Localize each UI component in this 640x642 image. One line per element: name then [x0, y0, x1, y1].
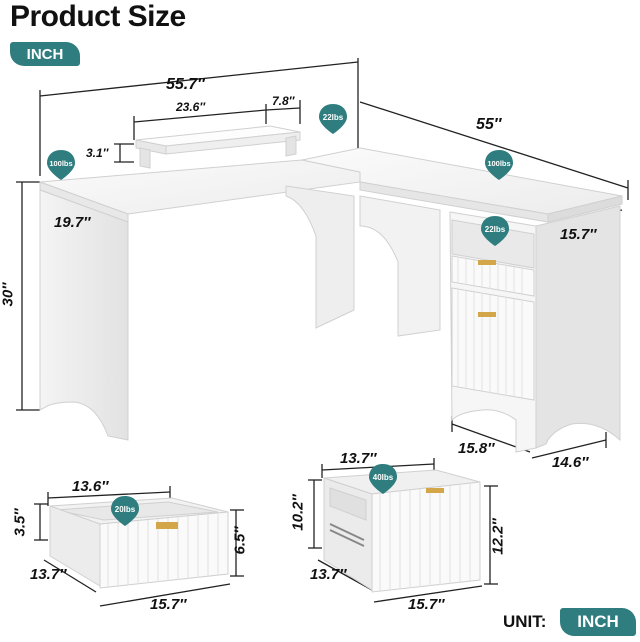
dim-stand-width: 23.6″ — [176, 100, 206, 114]
unit-value-badge: INCH — [560, 608, 636, 636]
dim-drawer-width-front: 15.7″ — [150, 596, 187, 613]
dim-stand-height: 3.1″ — [86, 146, 109, 160]
big-drawer-flutes — [379, 484, 471, 591]
fluted-drawer-fronts — [457, 258, 523, 399]
dim-height: 30″ — [0, 282, 17, 307]
dim-drawer-height-front: 6.5″ — [231, 526, 249, 555]
dim-left-depth: 19.7″ — [54, 214, 91, 231]
weight-pin-icon: 40lbs — [369, 464, 397, 494]
dim-big-drawer-depth: 13.7″ — [310, 566, 347, 583]
dim-drawer-height-inner: 3.5″ — [11, 508, 29, 537]
dim-big-drawer-width-back: 13.7″ — [340, 450, 377, 467]
page-title: Product Size — [10, 0, 186, 33]
weight-pin-icon: 20lbs — [111, 496, 139, 526]
dim-right-length: 55″ — [476, 116, 502, 133]
big-drawer-dimension-lines — [308, 458, 498, 603]
svg-text:40lbs: 40lbs — [373, 473, 394, 482]
svg-text:100lbs: 100lbs — [487, 159, 510, 168]
dim-big-drawer-height-inner: 10.2″ — [289, 494, 307, 531]
drawer-slide-icon — [329, 523, 365, 547]
dim-total-width: 55.7″ — [166, 76, 205, 93]
dim-stand-depth: 7.8″ — [272, 94, 295, 108]
weight-pin-icon: 22lbs — [319, 104, 347, 134]
svg-text:22lbs: 22lbs — [323, 113, 344, 122]
drawer-handle-icon — [426, 488, 444, 493]
dim-drawer-width-back: 13.6″ — [72, 478, 109, 495]
dim-big-drawer-height-front: 12.2″ — [489, 518, 507, 555]
dim-drawer-depth: 13.7″ — [30, 566, 67, 583]
svg-text:22lbs: 22lbs — [485, 225, 506, 234]
svg-text:20lbs: 20lbs — [115, 505, 136, 514]
monitor-stand — [135, 125, 301, 169]
svg-text:100lbs: 100lbs — [49, 159, 72, 168]
weight-pin-icon: 100lbs — [485, 150, 513, 180]
weight-pin-icon: 22lbs — [481, 216, 509, 246]
big-drawer — [323, 469, 481, 593]
dim-right-depth: 15.7″ — [560, 226, 597, 243]
dim-cabinet-depth: 14.6″ — [552, 454, 589, 471]
unit-label: UNIT: — [503, 612, 547, 631]
drawer-handle-icon — [156, 522, 178, 529]
unit-badge: INCH — [10, 42, 80, 66]
weight-pin-icon: 100lbs — [47, 150, 75, 180]
drawer-handle-icon — [478, 312, 496, 317]
l-shaped-desk — [39, 147, 623, 453]
drawer-handle-icon — [478, 260, 496, 265]
dim-big-drawer-width-front: 15.7″ — [408, 596, 445, 613]
dim-cabinet-width: 15.8″ — [458, 440, 495, 457]
small-drawer-flutes — [107, 513, 219, 587]
